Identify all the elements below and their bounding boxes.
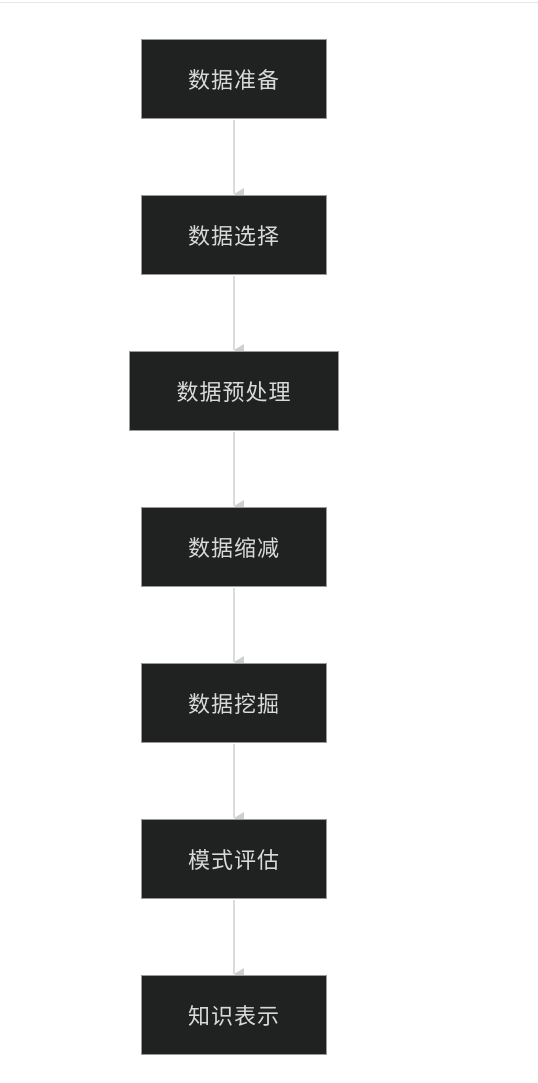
flow-node-data-preprocessing: 数据预处理 [129,351,339,431]
node-label: 数据选择 [187,225,280,250]
flow-node-data-preparation: 数据准备 [141,39,327,119]
top-divider [0,2,538,3]
flow-node-pattern-evaluation: 模式评估 [141,819,327,899]
node-label: 数据准备 [187,69,280,94]
flow-node-data-selection: 数据选择 [141,195,327,275]
flow-node-knowledge-representation: 知识表示 [141,975,327,1055]
flow-node-data-mining: 数据挖掘 [141,663,327,743]
flow-node-data-reduction: 数据缩减 [141,507,327,587]
node-label: 数据挖掘 [187,693,280,718]
node-label: 模式评估 [187,849,280,874]
node-label: 知识表示 [187,1005,280,1030]
node-label: 数据预处理 [176,381,292,406]
node-label: 数据缩减 [187,537,280,562]
